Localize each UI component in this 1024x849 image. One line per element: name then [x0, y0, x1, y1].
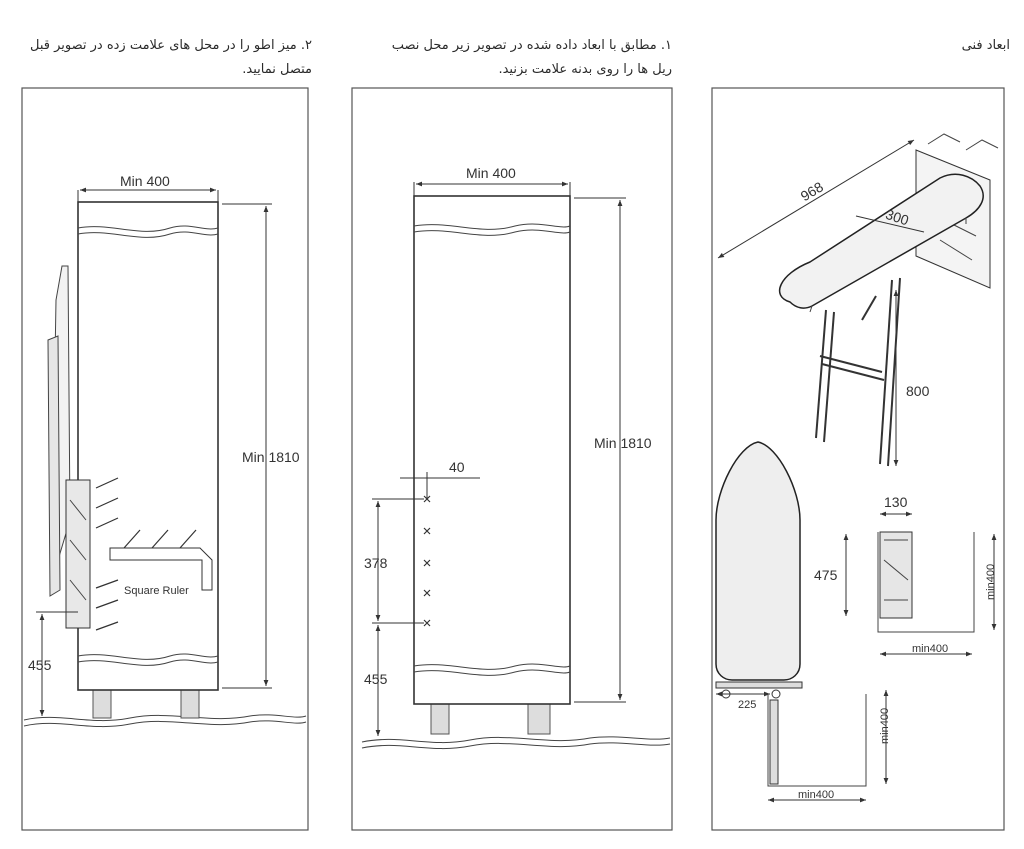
width-dimension-line: [855, 215, 925, 233]
floor-line-2: [23, 720, 307, 728]
folded-board-edge: [47, 335, 61, 597]
board-legs: [815, 277, 901, 467]
width-label: Min 400: [120, 173, 170, 189]
cabinet-break-line: [413, 223, 571, 230]
step-1-line-1: ۱. مطابق با ابعاد داده شده در تصویر زیر …: [391, 38, 672, 53]
cabinet-foot: [92, 689, 112, 719]
step-2-instruction: ۲. میز اطو را در محل های علامت زده در تص…: [12, 34, 312, 82]
panel-middle-frame: [351, 87, 673, 831]
board-edge: [809, 218, 967, 313]
folded-board-side: [769, 699, 779, 785]
mounting-screws: [95, 477, 197, 631]
cabinet-top-view: [877, 532, 975, 633]
width-label: Min 400: [466, 165, 516, 181]
cabinet-foot: [430, 703, 450, 735]
board-base: [715, 681, 803, 689]
step-1-line-2: ریل ها را روی بدنه علامت بزنید.: [498, 62, 672, 77]
min-width-label-1: min400: [912, 643, 948, 655]
technical-dimensions-heading: ابعاد فنی: [961, 38, 1010, 53]
cabinet-break-line: [413, 663, 571, 670]
floor-line: [361, 736, 671, 744]
height-label: Min 1810: [594, 435, 652, 451]
panel-left-frame: [21, 87, 309, 831]
floor-line: [23, 714, 307, 722]
panel-left-drawing: Square Ruler Min 400 Min 1810 455: [23, 173, 307, 728]
length-label: 968: [798, 178, 826, 204]
step-2-line-2: متصل نمایید.: [242, 62, 312, 77]
depth-label: 130: [884, 494, 908, 510]
cabinet-top-view-2: [767, 694, 867, 787]
square-ruler-label: Square Ruler: [124, 585, 189, 597]
square-ruler: [109, 547, 213, 591]
wall-bracket: [65, 479, 91, 629]
min-width-label-2: min400: [798, 789, 834, 801]
cabinet-body: [413, 195, 571, 705]
cabinet-break-line: [413, 229, 571, 236]
bracket-detail: [69, 499, 87, 601]
bracket-height-label: 475: [814, 567, 838, 583]
cabinet-break-line: [77, 225, 219, 232]
cabinet-foot: [527, 703, 551, 735]
height-label: 800: [906, 383, 930, 399]
step-1-instruction: ۱. مطابق با ابعاد داده شده در تصویر زیر …: [372, 34, 672, 82]
cabinet-break-line: [77, 653, 219, 660]
ironing-board-front: [715, 441, 801, 681]
panel-right-frame: [711, 87, 1005, 831]
cabinet-body: [77, 201, 219, 691]
length-dimension-line: [717, 139, 915, 259]
cabinet-break-line: [77, 231, 219, 238]
spacing-label: 378: [364, 555, 388, 571]
width-label: 300: [884, 206, 911, 229]
height-label: Min 1810: [242, 449, 300, 465]
bracket-side-view: [879, 531, 913, 619]
bottom-label: 455: [364, 671, 388, 687]
board-offset-label: 225: [738, 699, 756, 711]
panel-middle-drawing: Min 400 Min 1810 40 378 455: [361, 165, 671, 750]
offset-label: 40: [449, 459, 465, 475]
floor-line-2: [361, 742, 671, 750]
min-height-label-2: min400: [879, 708, 891, 744]
wall-mount-hardware: [927, 133, 999, 261]
min-height-label-1: min400: [985, 564, 997, 600]
bottom-label: 455: [28, 657, 52, 673]
cabinet-break-line: [77, 659, 219, 666]
cabinet-break-line: [413, 669, 571, 676]
bracket-side-detail: [883, 539, 909, 601]
cabinet-foot: [180, 689, 200, 719]
panel-right-drawing: 968 300 800 225 130 475 min400 min400 mi…: [715, 133, 999, 803]
step-2-line-1: ۲. میز اطو را در محل های علامت زده در تص…: [29, 38, 312, 53]
